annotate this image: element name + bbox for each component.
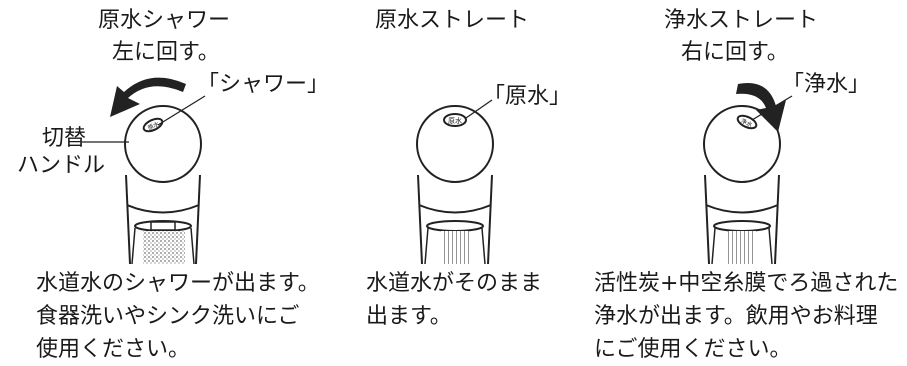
callout-shower: 「シャワー」	[197, 72, 330, 97]
callout-line-raw	[465, 99, 493, 119]
rotate-right-arrow-icon	[736, 82, 786, 132]
mode-title-raw-straight: 原水ストレート	[375, 8, 530, 33]
instruction-turn-left: 左に回す。	[112, 40, 220, 65]
description-line: 浄水が出ます。飲用やお料理	[594, 304, 878, 329]
faucet-illustrations: 原水 原水 浄水	[82, 77, 793, 264]
description-line: 使用ください。	[36, 337, 191, 362]
handle-label-line1: 切替	[42, 126, 87, 151]
description-line: 水道水のシャワーが出ます。	[36, 271, 320, 296]
faucet-filtered-straight: 浄水	[703, 105, 781, 264]
water-stream-raw	[441, 231, 469, 264]
description-line: 出ます。	[366, 304, 452, 329]
description-line: にご使用ください。	[594, 337, 792, 362]
handle-label-line2: ハンドル	[17, 153, 106, 178]
water-spray-shower	[143, 231, 185, 264]
knob-mark-raw: 原水	[448, 116, 462, 125]
description-line: 食器洗いやシンク洗いにご	[36, 304, 300, 329]
description-filtered-straight: 活性炭+中空糸膜でろ過された 浄水が出ます。飲用やお料理 にご使用ください。	[594, 267, 898, 366]
description-line: 活性炭+中空糸膜でろ過された	[594, 271, 899, 296]
mode-title-filtered-straight: 浄水ストレート	[664, 8, 819, 33]
callout-raw: 「原水」	[483, 84, 572, 109]
faucet-raw-straight: 原水	[416, 105, 494, 264]
callout-line-shower	[157, 95, 206, 126]
mode-title-shower: 原水シャワー	[98, 8, 231, 33]
water-stream-filtered	[728, 231, 756, 264]
callout-filtered: 「浄水」	[782, 72, 871, 97]
description-raw-straight: 水道水がそのまま 出ます。	[366, 267, 542, 333]
description-line: 水道水がそのまま	[366, 271, 543, 296]
rotate-left-arrow-icon	[110, 77, 186, 117]
instruction-turn-right: 右に回す。	[681, 40, 789, 65]
description-shower: 水道水のシャワーが出ます。 食器洗いやシンク洗いにご 使用ください。	[36, 267, 320, 366]
